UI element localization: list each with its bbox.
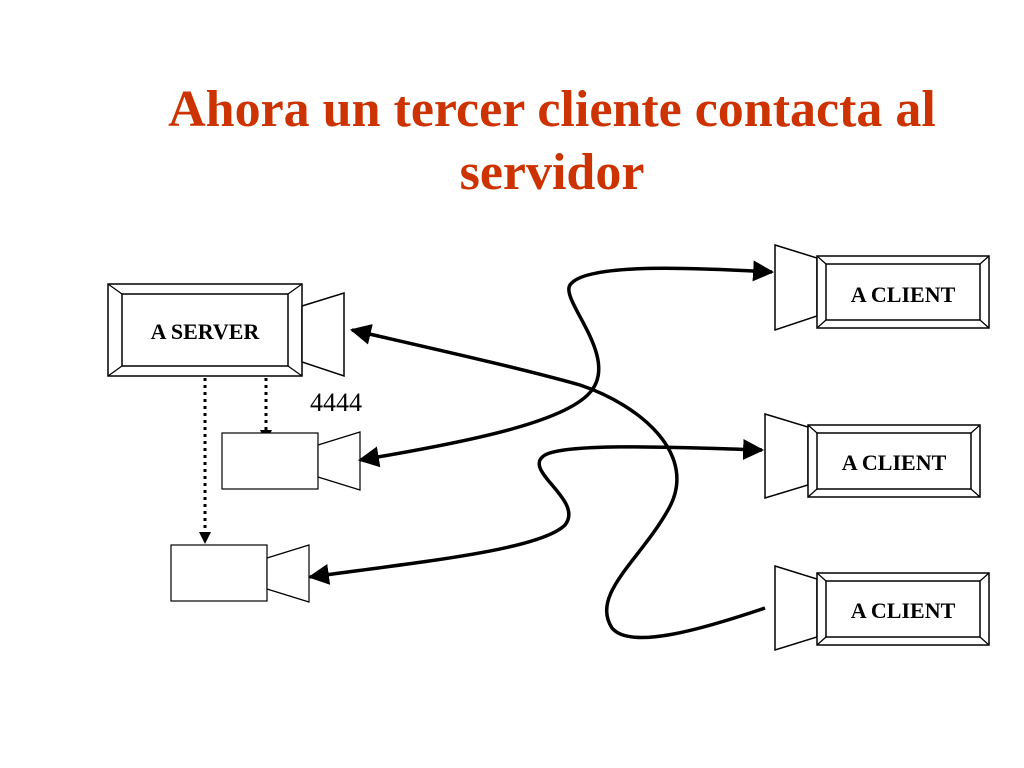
title-line-2: servidor <box>459 144 645 202</box>
server-worker-socket-2 <box>170 544 310 603</box>
client-box-2: A CLIENT <box>764 412 981 500</box>
server-socket-icon <box>301 291 345 378</box>
client-box-1: A CLIENT <box>774 243 990 332</box>
slide-title: Ahora un tercer cliente contacta al serv… <box>60 78 1024 205</box>
spawn-arrowhead-2 <box>199 532 211 544</box>
server-box: A SERVER <box>107 283 303 377</box>
client-box-3: A CLIENT <box>774 564 990 652</box>
client-2-socket-icon <box>764 412 809 500</box>
connection-worker2-client2 <box>307 438 765 585</box>
client-2-label: A CLIENT <box>842 450 947 475</box>
client-3-label: A CLIENT <box>851 598 956 623</box>
title-line-1: Ahora un tercer cliente contacta al <box>168 81 936 138</box>
port-label: 4444 <box>310 388 362 417</box>
client-1-label: A CLIENT <box>851 282 956 307</box>
server-label: A SERVER <box>151 319 261 344</box>
client-3-socket-icon <box>774 564 818 652</box>
client-1-socket-icon <box>774 243 818 332</box>
connection-worker1-client1 <box>357 260 775 468</box>
server-worker-socket-1 <box>221 431 361 491</box>
connection-client3-server <box>349 324 766 640</box>
